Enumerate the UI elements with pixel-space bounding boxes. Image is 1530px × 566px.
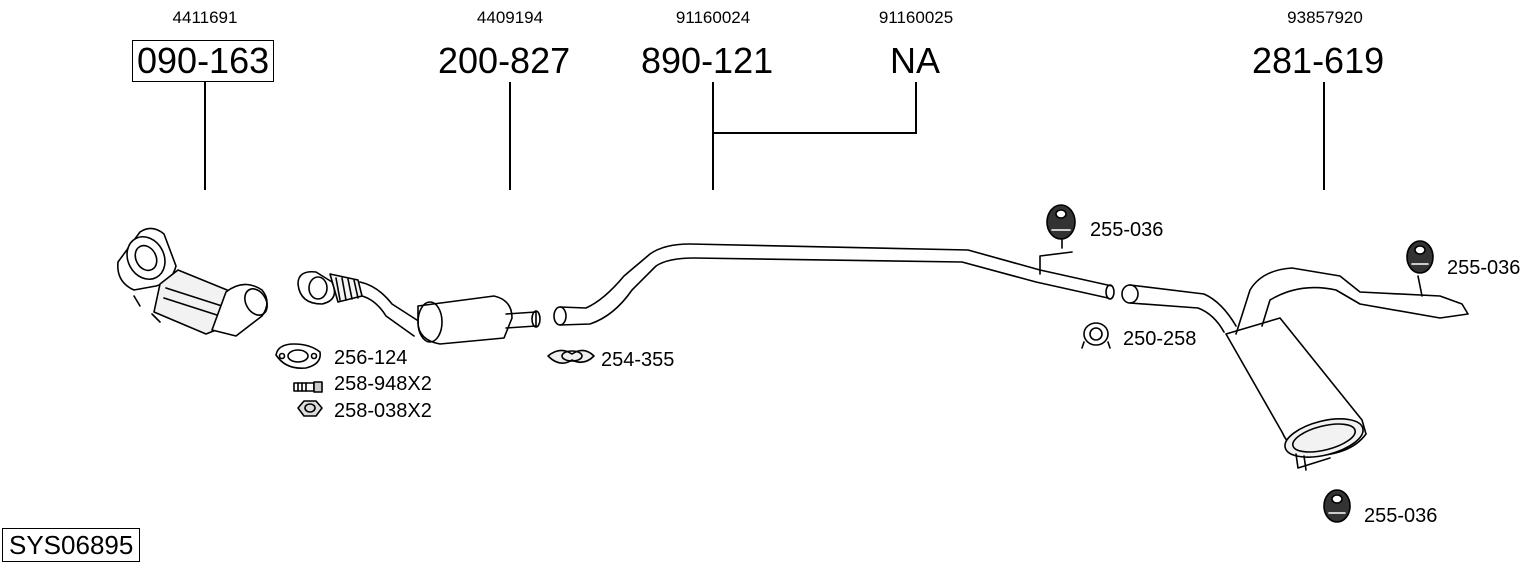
bolt-icon — [293, 381, 323, 393]
label-hanger-tail[interactable]: 255-036 — [1447, 257, 1521, 279]
gasket-icon — [275, 343, 322, 370]
catalytic-converter[interactable] — [117, 227, 272, 337]
oem-number-catalytic: 4411691 — [172, 8, 238, 27]
part-number-catalytic[interactable]: 090-163 — [132, 40, 275, 82]
oem-number-alt-center: 91160025 — [878, 8, 954, 27]
label-bolt[interactable]: 258-948X2 — [334, 373, 432, 395]
hanger-tail-icon — [1406, 240, 1434, 274]
leader-line-center-pipe — [712, 82, 714, 190]
label-clamp-front[interactable]: 254-355 — [601, 349, 675, 371]
system-code: SYS06895 — [2, 528, 141, 562]
nut-icon — [297, 400, 323, 417]
label-hanger-muffler[interactable]: 255-036 — [1364, 505, 1438, 527]
leader-line-alt-center — [915, 82, 917, 134]
front-pipe[interactable] — [297, 270, 541, 345]
leader-line-connector — [712, 132, 917, 134]
oem-number-center-pipe: 91160024 — [675, 8, 751, 27]
clamp-rear-icon — [1081, 322, 1111, 349]
oem-number-rear-muffler: 93857920 — [1287, 8, 1363, 27]
leader-line-front-pipe — [509, 82, 511, 190]
leader-line-rear-muffler — [1323, 82, 1325, 190]
part-number-alt-center[interactable]: NA — [890, 40, 941, 81]
part-number-center-pipe[interactable]: 890-121 — [641, 40, 774, 81]
label-clamp-rear[interactable]: 250-258 — [1123, 328, 1197, 350]
clamp-front-icon — [547, 349, 595, 364]
label-gasket[interactable]: 256-124 — [334, 347, 408, 369]
rear-muffler[interactable] — [1121, 267, 1469, 471]
label-hanger-mid[interactable]: 255-036 — [1090, 219, 1164, 241]
center-pipe[interactable] — [553, 243, 1115, 326]
hanger-muffler-icon — [1323, 489, 1351, 523]
hanger-mid-icon — [1046, 204, 1076, 249]
part-number-front-pipe[interactable]: 200-827 — [438, 40, 571, 81]
oem-number-front-pipe: 4409194 — [476, 8, 544, 27]
leader-line-catalytic — [204, 82, 206, 190]
part-number-rear-muffler[interactable]: 281-619 — [1252, 40, 1385, 81]
label-nut[interactable]: 258-038X2 — [334, 400, 432, 422]
